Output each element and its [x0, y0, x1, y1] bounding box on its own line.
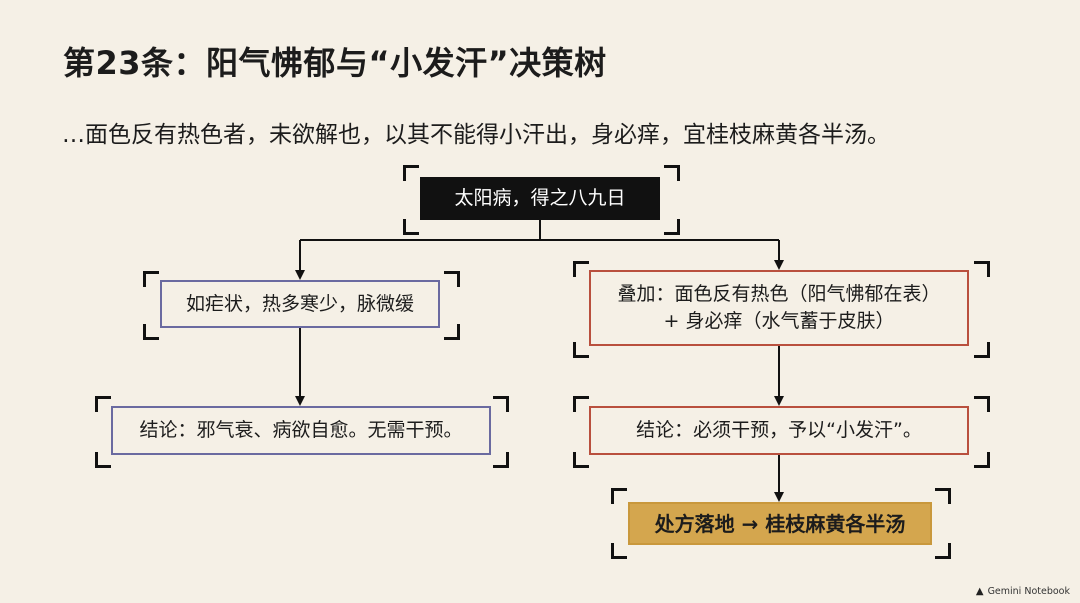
root-node: 太阳病，得之八九日 — [420, 177, 660, 220]
right-condition-node: 叠加：面色反有热色（阳气怫郁在表） + 身必痒（水气蓄于皮肤） — [589, 270, 969, 346]
right-conclusion-bracket-corner — [573, 396, 589, 412]
right-conclusion-bracket-corner — [974, 396, 990, 412]
root-bracket-corner — [403, 165, 419, 181]
gemini-notebook-logo-icon: ▲ — [975, 586, 984, 597]
prescription-bracket-corner — [611, 543, 627, 559]
left-conclusion-bracket-corner — [493, 396, 509, 412]
right-conclusion-bracket-corner — [974, 452, 990, 468]
classic-quote: …面色反有热色者，未欲解也，以其不能得小汗出，身必痒，宜桂枝麻黄各半汤。 — [62, 122, 890, 148]
prescription-bracket-corner — [935, 488, 951, 504]
right-condition-bracket-corner — [974, 261, 990, 277]
left-condition-bracket-corner — [143, 324, 159, 340]
root-bracket-corner — [664, 165, 680, 181]
brand-watermark: ▲ Gemini Notebook — [976, 586, 1070, 597]
prescription-bracket-corner — [935, 543, 951, 559]
right-condition-bracket-corner — [573, 342, 589, 358]
root-node-text: 太阳病，得之八九日 — [454, 187, 626, 210]
left-condition-bracket-corner — [444, 271, 460, 287]
right-condition-bracket-corner — [974, 342, 990, 358]
prescription-bracket-corner — [611, 488, 627, 504]
brand-name: Gemini Notebook — [987, 586, 1070, 597]
right-conclusion-bracket-corner — [573, 452, 589, 468]
page-title: 第23条：阳气怫郁与“小发汗”决策树 — [63, 44, 607, 82]
left-conclusion-bracket-corner — [493, 452, 509, 468]
left-condition-bracket-corner — [143, 271, 159, 287]
right-conclusion-node: 结论：必须干预，予以“小发汗”。 — [589, 406, 969, 455]
root-bracket-corner — [403, 219, 419, 235]
left-conclusion-text: 结论：邪气衰、病欲自愈。无需干预。 — [139, 419, 463, 442]
prescription-text: 处方落地 → 桂枝麻黄各半汤 — [654, 511, 906, 536]
root-bracket-corner — [664, 219, 680, 235]
right-condition-line1: 叠加：面色反有热色（阳气怫郁在表） — [617, 283, 941, 306]
left-conclusion-bracket-corner — [95, 396, 111, 412]
right-condition-bracket-corner — [573, 261, 589, 277]
left-condition-node: 如疟状，热多寒少，脉微缓 — [160, 280, 440, 328]
left-condition-bracket-corner — [444, 324, 460, 340]
left-conclusion-node: 结论：邪气衰、病欲自愈。无需干预。 — [111, 406, 491, 455]
left-conclusion-bracket-corner — [95, 452, 111, 468]
right-conclusion-text: 结论：必须干预，予以“小发汗”。 — [636, 419, 922, 442]
prescription-node: 处方落地 → 桂枝麻黄各半汤 — [628, 502, 932, 545]
left-condition-text: 如疟状，热多寒少，脉微缓 — [185, 292, 414, 315]
right-condition-line2: + 身必痒（水气蓄于皮肤） — [663, 310, 895, 332]
